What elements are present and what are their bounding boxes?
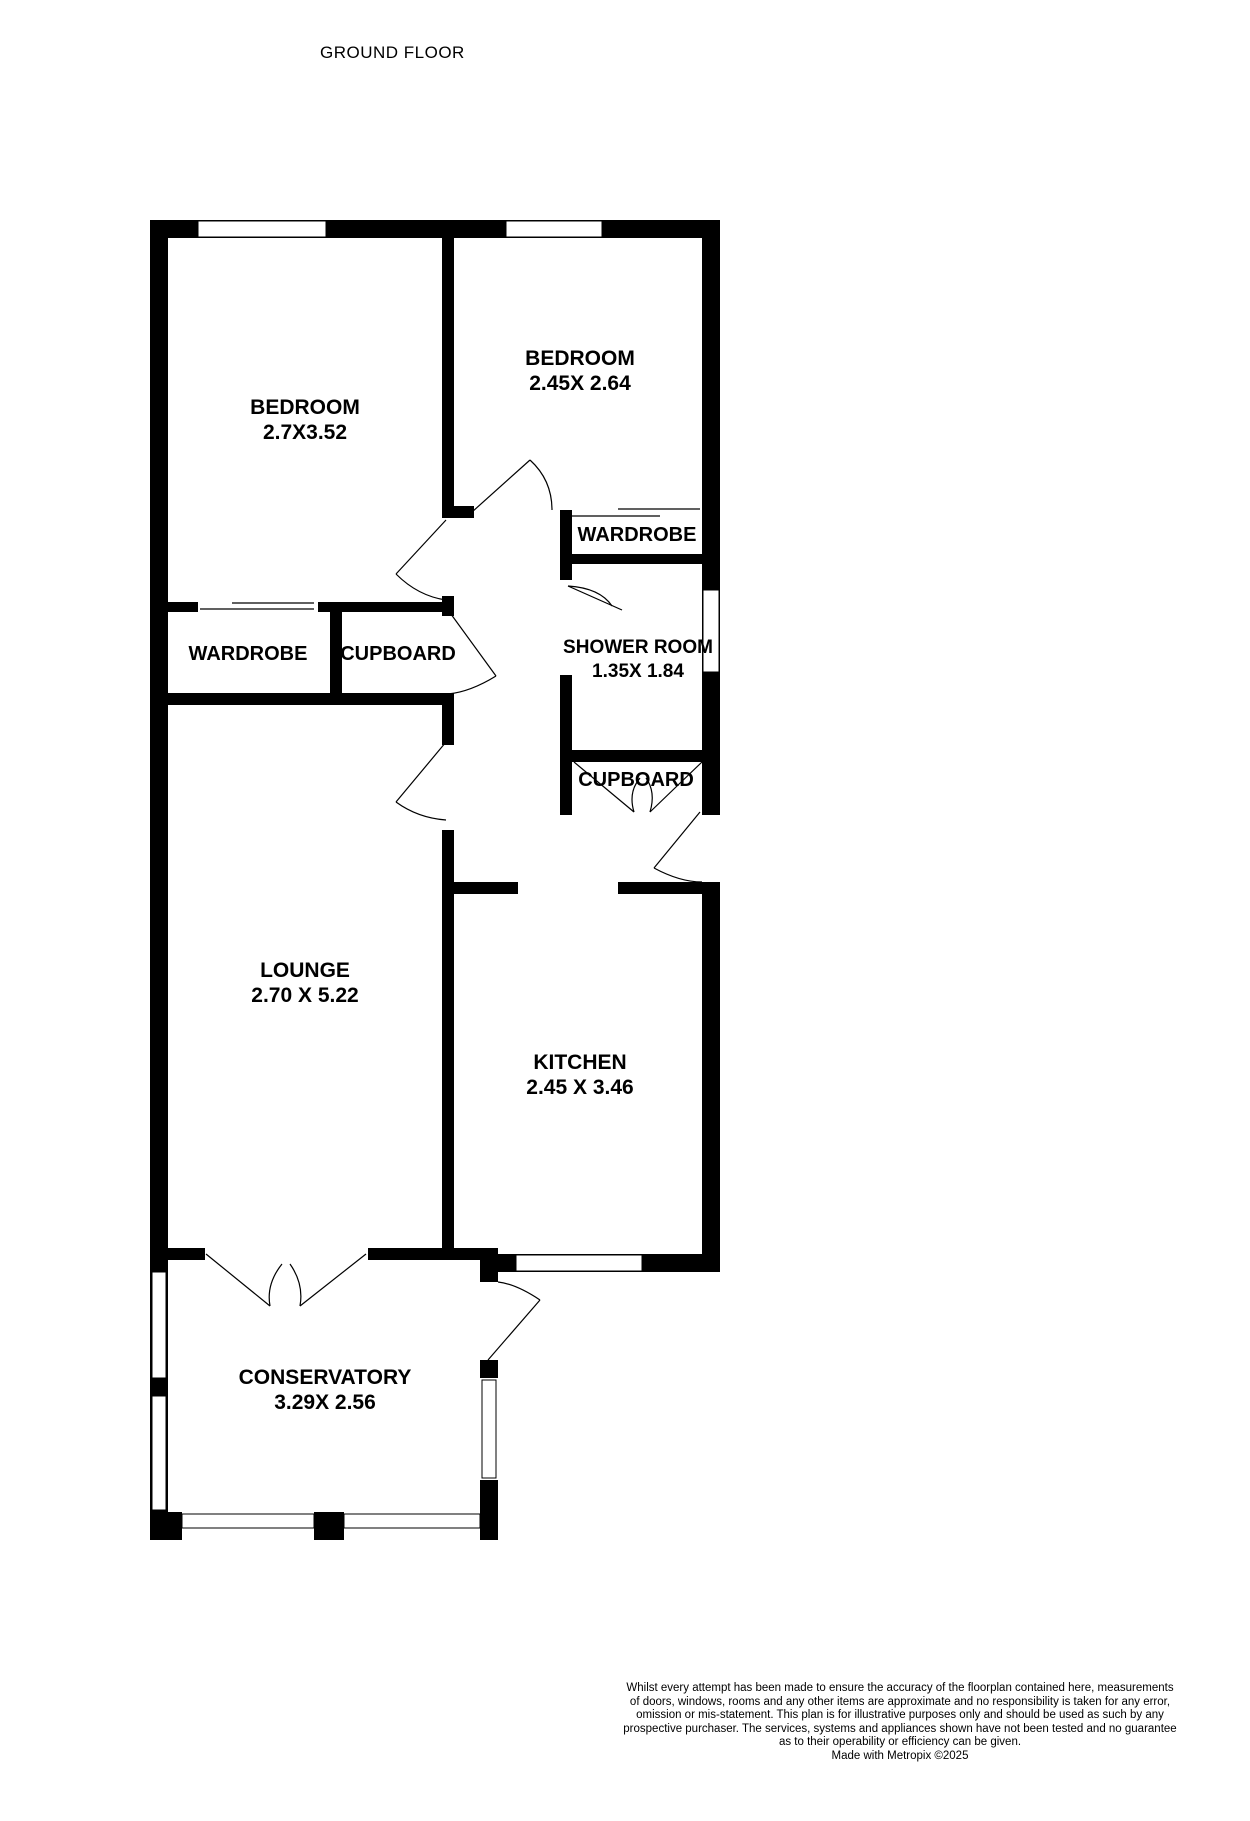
door-lounge-swing xyxy=(395,801,447,821)
label-conservatory-name: CONSERVATORY xyxy=(239,1366,412,1389)
label-wardrobe2: WARDROBE xyxy=(578,524,697,546)
disclaimer-line: omission or mis-statement. This plan is … xyxy=(636,1709,1164,1721)
wall-conservatory-right-post xyxy=(480,1360,498,1378)
door-bedroom1-leaf xyxy=(395,519,447,575)
label-bedroom2-name: BEDROOM xyxy=(525,347,635,370)
label-shower-name: SHOWER ROOM xyxy=(563,637,713,658)
window-kitchen xyxy=(515,1254,643,1272)
window-conservatory-bottom-b xyxy=(343,1513,481,1529)
wall-shower-bottom xyxy=(560,750,720,762)
door-conservatory-swing-r xyxy=(289,1263,302,1307)
wall-lounge-right xyxy=(442,830,454,1260)
wall-conservatory-post xyxy=(480,1248,498,1282)
wall-conservatory-top-mid xyxy=(368,1248,498,1260)
wall-shower-left-b xyxy=(560,675,572,815)
door-external-swing xyxy=(497,1281,541,1301)
floor-title: GROUND FLOOR xyxy=(320,43,465,62)
window-conservatory-bottom-a xyxy=(181,1513,315,1529)
door-conservatory-swing-l xyxy=(268,1263,283,1307)
door-cupboard1-leaf xyxy=(447,609,497,677)
disclaimer-line: of doors, windows, rooms and any other i… xyxy=(629,1695,1171,1708)
label-shower-size: 1.35X 1.84 xyxy=(592,661,684,682)
room-labels: BEDROOM 2.7X3.52 BEDROOM 2.45X 2.64 WARD… xyxy=(189,347,713,1414)
label-bedroom1-size: 2.7X3.52 xyxy=(263,421,347,444)
window-shower xyxy=(702,589,720,673)
wall-wardrobe-bottom xyxy=(168,693,454,705)
window-bedroom2 xyxy=(505,220,603,238)
window-conservatory-left-b xyxy=(151,1395,167,1511)
door-cupboard2-right xyxy=(649,761,703,813)
disclaimer-line: as to their operability or efficiency ca… xyxy=(778,1736,1022,1748)
door-cupboard2-left xyxy=(573,761,635,813)
wall-conservatory-bottom-left xyxy=(150,1512,182,1540)
windows xyxy=(151,220,720,1529)
door-bedroom1-swing xyxy=(395,573,447,601)
label-bedroom2-size: 2.45X 2.64 xyxy=(529,372,631,395)
window-bedroom1 xyxy=(197,220,327,238)
label-conservatory-size: 3.29X 2.56 xyxy=(274,1391,376,1414)
disclaimer-line: prospective purchaser. The services, sys… xyxy=(623,1722,1177,1735)
label-lounge-size: 2.70 X 5.22 xyxy=(251,984,358,1007)
door-shower-leaf xyxy=(567,585,623,611)
label-lounge-name: LOUNGE xyxy=(260,959,350,982)
wall-conservatory-right-lower xyxy=(480,1480,498,1540)
wall-bedroom-stub xyxy=(442,506,474,518)
door-cupboard2-swing-r xyxy=(645,777,653,813)
label-bedroom1-name: BEDROOM xyxy=(250,396,360,419)
door-external-leaf xyxy=(487,1299,541,1361)
wall-cupboard-divider xyxy=(330,602,342,702)
wall-cupboard-top xyxy=(318,602,454,612)
door-bedroom2-swing xyxy=(529,459,553,511)
door-cupboard2-swing-l xyxy=(631,777,641,813)
disclaimer: Whilst every attempt has been made to en… xyxy=(560,1682,1240,1763)
window-conservatory-left-a xyxy=(151,1271,167,1379)
wall-conservatory-bottom-mid xyxy=(314,1512,344,1540)
door-kitchen-leaf xyxy=(653,811,701,869)
wall-kitchen-top-right xyxy=(618,882,720,894)
wall-right-stub xyxy=(702,750,720,815)
door-shower-swing xyxy=(567,585,613,607)
door-cupboard1-swing xyxy=(447,675,497,695)
wall-bedroom-divider xyxy=(442,220,454,518)
wall-kitchen-top-left xyxy=(454,882,518,894)
wall-shower-left-a xyxy=(560,510,572,580)
wardrobe-rails xyxy=(200,508,700,610)
door-bedroom2-leaf xyxy=(471,459,531,513)
wall-outer-right-lower xyxy=(702,885,720,1272)
label-cupboard1: CUPBOARD xyxy=(340,643,456,665)
window-conservatory-right xyxy=(481,1379,497,1479)
label-kitchen-name: KITCHEN xyxy=(533,1051,626,1074)
door-conservatory-left xyxy=(205,1253,271,1307)
label-wardrobe1: WARDROBE xyxy=(189,643,308,665)
wall-outer-right xyxy=(702,220,720,810)
wall-conservatory-top-left xyxy=(150,1248,205,1260)
wall-outer-left xyxy=(150,220,168,1540)
doors xyxy=(205,459,703,1361)
wall-hall-stub-b xyxy=(442,705,454,745)
wall-hall-stub-a xyxy=(442,596,454,616)
door-lounge-leaf xyxy=(395,741,447,803)
wall-wardrobe-top xyxy=(168,602,198,612)
disclaimer-line: Whilst every attempt has been made to en… xyxy=(626,1682,1174,1694)
door-kitchen-swing xyxy=(653,867,703,883)
door-conservatory-right xyxy=(299,1253,367,1307)
wall-conservatory-mid-left xyxy=(150,1380,168,1394)
label-cupboard2: CUPBOARD xyxy=(578,769,694,791)
wall-wardrobe2-bottom xyxy=(560,554,720,564)
label-kitchen-size: 2.45 X 3.46 xyxy=(526,1076,633,1099)
walls xyxy=(150,220,720,1540)
disclaimer-credit: Made with Metropix ©2025 xyxy=(831,1749,969,1762)
